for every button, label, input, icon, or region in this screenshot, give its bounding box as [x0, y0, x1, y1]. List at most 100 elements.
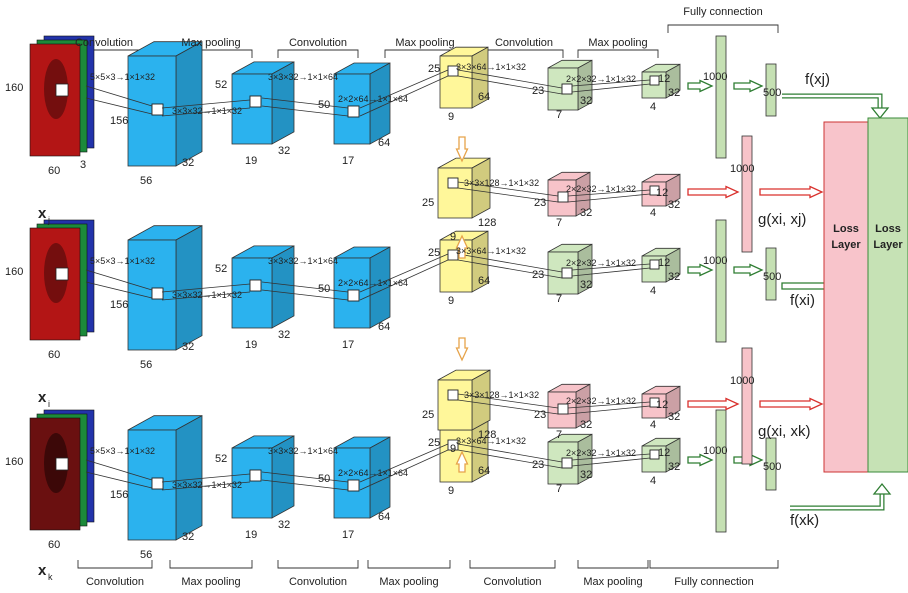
- cube-front: [547, 391, 577, 429]
- dim-label: 32: [668, 199, 680, 211]
- cube-side: [175, 225, 203, 351]
- kernel-label: 3×3×32→1×1×64: [268, 256, 338, 266]
- dim-label: 32: [278, 519, 290, 531]
- dim-label: 60: [48, 165, 60, 177]
- connector-line: [85, 85, 153, 107]
- dim-label: 60: [48, 539, 60, 551]
- pool2-cube: [439, 420, 489, 483]
- pool1-cube: [231, 245, 295, 329]
- flow-arrow-red: [687, 397, 740, 411]
- output-arrow-path: [790, 492, 885, 511]
- kernel-square: [447, 249, 459, 261]
- dim-label: 1000: [703, 71, 727, 83]
- connector-line: [85, 459, 153, 481]
- kernel-label: 3×3×64→1×1×32: [456, 246, 526, 256]
- kernel-square: [557, 191, 569, 203]
- stage-label-bottom: Convolution: [86, 576, 144, 588]
- cube-side: [471, 369, 491, 431]
- connector-line: [359, 253, 449, 293]
- stage-label-top: Convolution: [495, 37, 553, 49]
- bottom-bracket: [577, 560, 649, 569]
- kernel-square: [561, 83, 573, 95]
- concat-pool-cube: [437, 369, 491, 431]
- conv1-cube: [127, 415, 203, 541]
- dim-label: 56: [140, 359, 152, 371]
- connector-line: [161, 481, 251, 491]
- dim-label: 32: [580, 419, 592, 431]
- connector-line: [457, 259, 563, 279]
- dim-label: 60: [48, 349, 60, 361]
- dim-label: 156: [110, 489, 128, 501]
- dim-label: 23: [532, 459, 544, 471]
- dim-label: 64: [378, 511, 390, 523]
- kernel-square: [55, 267, 69, 281]
- connector-line: [261, 97, 349, 109]
- kernel-label: 3×3×64→1×1×32: [456, 62, 526, 72]
- connector-line: [457, 443, 563, 463]
- kernel-square: [649, 185, 660, 196]
- dim-label: 19: [245, 155, 257, 167]
- connector-line: [457, 187, 559, 203]
- connector-line: [161, 283, 251, 293]
- stage-label-bottom: Max pooling: [181, 576, 240, 588]
- pair-output-label: g(xi, xk): [758, 423, 811, 440]
- conv1-cube: [127, 41, 203, 167]
- connector-line: [261, 289, 349, 301]
- dim-label: 32: [580, 207, 592, 219]
- bottom-bracket: [277, 560, 359, 569]
- kernel-square: [649, 449, 660, 460]
- dim-label: 4: [650, 101, 656, 113]
- connector-line: [161, 107, 251, 117]
- top-bracket-fc: [667, 24, 779, 33]
- bottom-bracket-fc: [649, 560, 779, 569]
- connector-line: [261, 471, 349, 483]
- concat-pool-cube: [437, 157, 491, 219]
- loss-layer-pink: [823, 121, 869, 473]
- dim-label: 7: [556, 429, 562, 441]
- pair-fc-bar: [741, 135, 753, 253]
- kernel-square: [649, 75, 660, 86]
- input-label: x: [38, 389, 47, 406]
- connector-line: [567, 401, 651, 409]
- kernel-label: 2×2×32→1×1×32: [566, 396, 636, 406]
- connector-line: [567, 189, 651, 197]
- bottom-bracket: [367, 560, 451, 569]
- connector-line: [359, 449, 449, 491]
- connector-line: [457, 69, 563, 89]
- output-label: f(xk): [790, 512, 819, 529]
- dim-label: 52: [215, 453, 227, 465]
- stage-label-bottom: Convolution: [289, 576, 347, 588]
- kernel-square: [55, 457, 69, 471]
- conv2-cube: [333, 436, 391, 519]
- dim-label: 50: [318, 99, 330, 111]
- kernel-square: [649, 259, 660, 270]
- dim-label: 1000: [730, 163, 754, 175]
- stage-label-bottom: Max pooling: [379, 576, 438, 588]
- stage-label-top: Fully connection: [683, 6, 763, 18]
- kernel-label: 5×5×3→1×1×32: [90, 256, 155, 266]
- dim-label: 64: [478, 275, 490, 287]
- fc-500-bar: [765, 247, 777, 301]
- bottom-bracket: [169, 560, 253, 569]
- fc-1000-bar: [715, 219, 727, 343]
- dim-label: 7: [556, 217, 562, 229]
- connector-line: [359, 69, 449, 109]
- loss-layer-green: [867, 117, 908, 473]
- connector-line: [571, 263, 651, 271]
- dim-label: 12: [656, 399, 668, 411]
- dim-label: 32: [182, 157, 194, 169]
- input-subscript: k: [48, 572, 53, 582]
- output-arrow-path: [790, 492, 884, 510]
- loss-layer-label: Layer: [873, 239, 903, 251]
- input-image-xk: [29, 409, 95, 531]
- flow-arrow-orange: [455, 136, 469, 163]
- dim-label: 1000: [703, 255, 727, 267]
- dim-label: 64: [478, 465, 490, 477]
- stage-label-bottom: Convolution: [483, 576, 541, 588]
- connector-line: [261, 105, 349, 117]
- kernel-label: 2×2×32→1×1×32: [566, 258, 636, 268]
- dim-label: 32: [278, 329, 290, 341]
- kernel-square: [249, 469, 262, 482]
- stage-label-bottom: Max pooling: [583, 576, 642, 588]
